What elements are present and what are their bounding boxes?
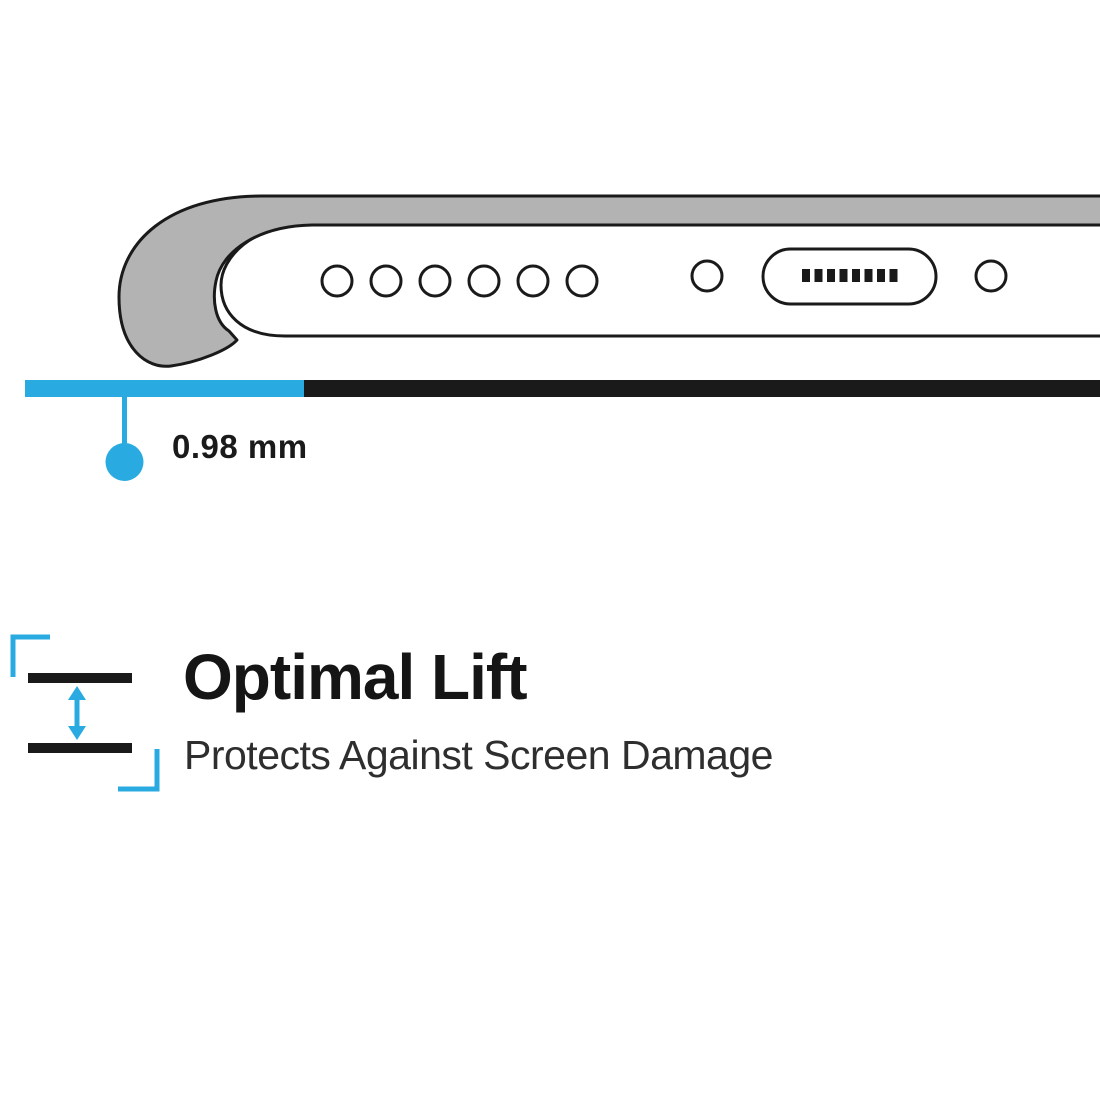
measurement-pointer xyxy=(105,397,144,481)
lift-gap-bar-accent xyxy=(25,380,304,397)
bracket-bottom-right-icon xyxy=(118,749,160,792)
speaker-hole xyxy=(320,264,354,298)
feature-title: Optimal Lift xyxy=(183,641,528,713)
upper-bar xyxy=(28,673,132,683)
surface-bar-dark xyxy=(304,380,1100,397)
feature-subtitle: Protects Against Screen Damage xyxy=(184,732,773,778)
charging-port-outline xyxy=(761,247,938,306)
lower-bar xyxy=(28,743,132,753)
screw-hole-right-icon xyxy=(974,259,1008,293)
pointer-stem xyxy=(122,397,127,447)
speaker-holes-icon xyxy=(320,264,599,298)
speaker-hole xyxy=(565,264,599,298)
speaker-hole xyxy=(516,264,550,298)
lift-arrows-icon xyxy=(68,686,86,740)
bracket-top-left-icon xyxy=(10,634,50,677)
case-outline xyxy=(117,194,1100,368)
case-shape xyxy=(117,194,1100,368)
charging-port-pins xyxy=(802,269,898,282)
surface-bar xyxy=(25,380,1100,397)
speaker-hole xyxy=(418,264,452,298)
charging-port-icon xyxy=(761,247,938,306)
screw-hole-left-icon xyxy=(690,259,724,293)
speaker-hole xyxy=(369,264,403,298)
speaker-hole xyxy=(467,264,501,298)
pointer-dot-icon xyxy=(105,443,144,481)
optimal-lift-icon xyxy=(10,634,160,792)
measurement-label: 0.98 mm xyxy=(172,428,308,465)
